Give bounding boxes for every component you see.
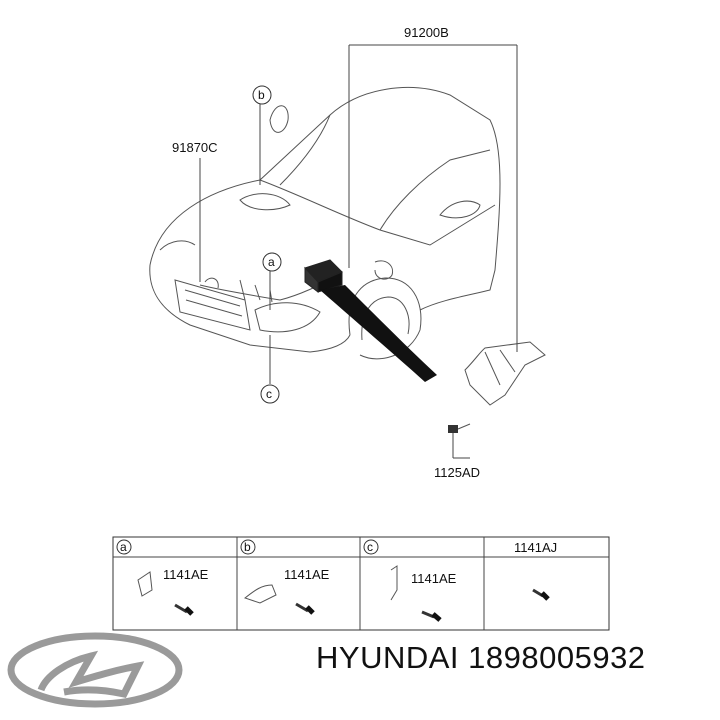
callout-91870c: 91870C bbox=[172, 140, 218, 155]
circle-ref-b-label: b bbox=[258, 88, 265, 102]
parts-table: a b c 1141AJ 1141AE 1141AE 1141AE bbox=[112, 536, 610, 631]
table-cell-a-part: 1141AE bbox=[163, 567, 209, 582]
circle-ref-c-label: c bbox=[266, 387, 272, 401]
table-cell-b-part: 1141AE bbox=[284, 567, 330, 582]
circle-ref-a: a bbox=[262, 252, 282, 272]
hyundai-logo-icon bbox=[7, 632, 183, 708]
table-header-1141aj: 1141AJ bbox=[514, 540, 557, 555]
circle-ref-b: b bbox=[252, 85, 272, 105]
footer-caption: HYUNDAI 1898005932 bbox=[316, 640, 646, 676]
table-header-a: a bbox=[120, 540, 127, 554]
part-number: 1898005932 bbox=[468, 640, 646, 675]
car-illustration bbox=[149, 87, 546, 433]
callout-1125ad: 1125AD bbox=[434, 465, 480, 480]
circle-ref-a-label: a bbox=[268, 255, 275, 269]
brand-name: HYUNDAI bbox=[316, 640, 460, 675]
table-cell-c-part: 1141AE bbox=[411, 571, 457, 586]
table-header-b: b bbox=[244, 540, 251, 554]
circle-ref-c: c bbox=[260, 384, 280, 404]
table-header-c: c bbox=[367, 540, 373, 554]
callout-91200b: 91200B bbox=[404, 25, 449, 40]
leader-lines bbox=[199, 44, 518, 459]
